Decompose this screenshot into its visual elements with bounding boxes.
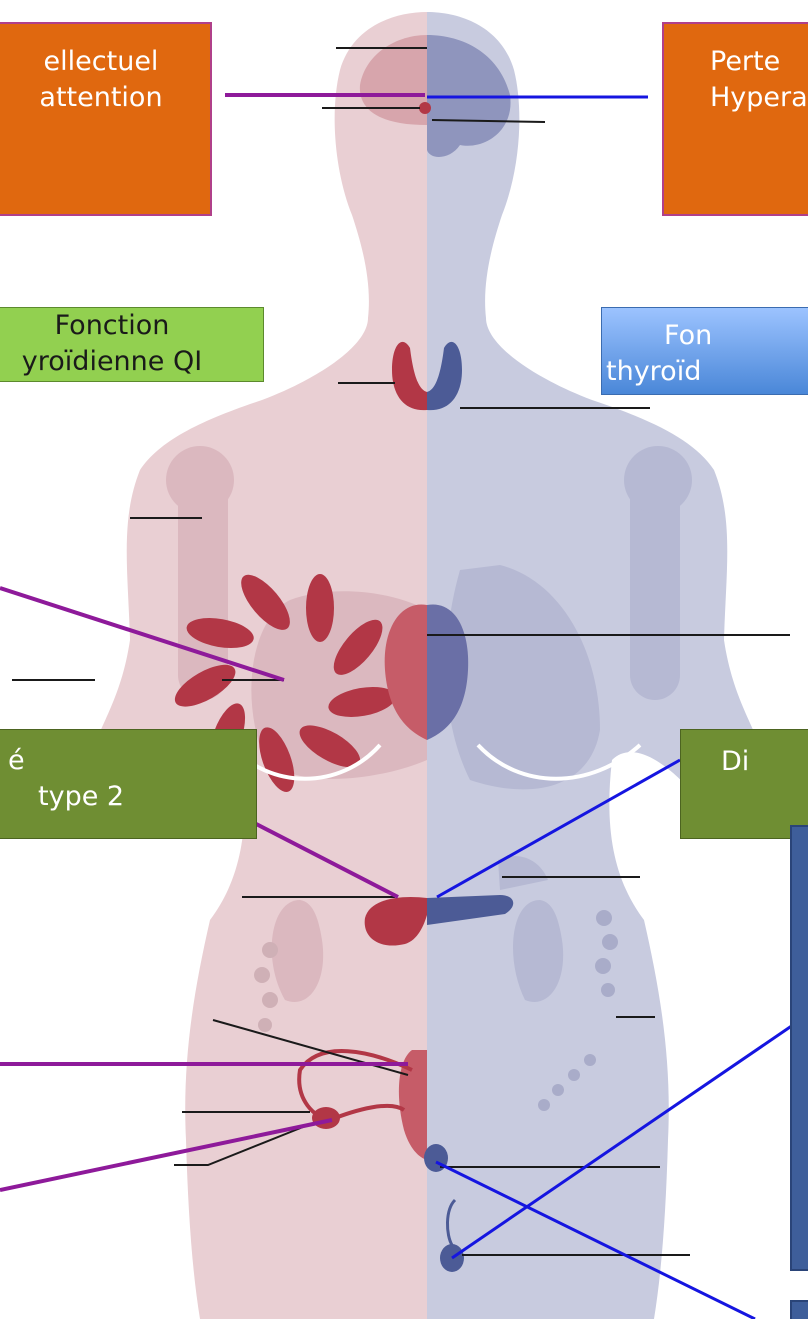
male-kidney xyxy=(513,900,563,1002)
label-line-2: type 2 xyxy=(38,779,195,815)
female-kidney xyxy=(272,900,323,1002)
label-line-1: é xyxy=(8,743,195,779)
female-shoulder-joint xyxy=(166,446,234,514)
label-line-2: attention xyxy=(0,80,210,116)
label-line-2: Hypera xyxy=(710,80,808,116)
label-box-hyperactivity: Perte Hypera xyxy=(662,22,808,216)
label-line-1: Perte xyxy=(710,44,808,80)
label-box-intellectual: ellectuel attention xyxy=(0,22,212,216)
label-line-1: ellectuel xyxy=(0,44,210,80)
male-shoulder-joint xyxy=(624,446,692,514)
label-line-2: yroïdienne QI xyxy=(0,344,263,380)
label-line-2: Di xyxy=(721,744,808,780)
label-line-1: Fon xyxy=(664,318,808,354)
label-box-thyroid-function: Fon thyroïd xyxy=(601,307,808,395)
label-box-diabetes-right: Di xyxy=(680,729,808,839)
label-box-thyroid-iq: Fonction yroïdienne QI xyxy=(0,307,264,382)
label-line-2: thyroïd xyxy=(606,354,808,390)
label-box-reproductive-right xyxy=(790,825,808,1271)
ovary xyxy=(312,1107,340,1129)
label-line-1: Fonction xyxy=(0,308,263,344)
label-box-bottom-right xyxy=(790,1300,808,1319)
pituitary-gland xyxy=(419,102,431,114)
label-box-diabetes-left-text: é type 2 xyxy=(0,729,195,839)
